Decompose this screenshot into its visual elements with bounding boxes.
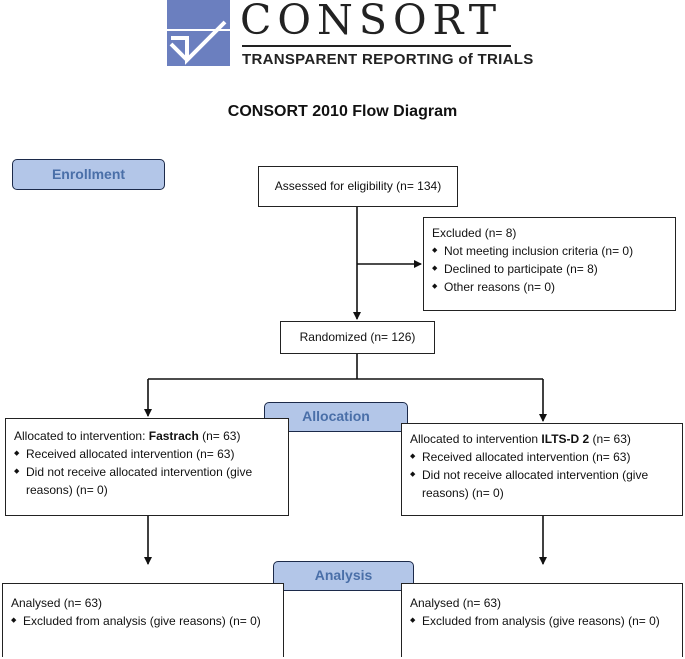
allocation-right-list: Received allocated intervention (n= 63) … xyxy=(410,448,674,502)
excluded-item: Not meeting inclusion criteria (n= 0) xyxy=(432,242,667,260)
phase-enrollment: Enrollment xyxy=(12,159,165,190)
allocation-left-item: Did not receive allocated intervention (… xyxy=(14,463,280,499)
diagram-title: CONSORT 2010 Flow Diagram xyxy=(227,103,458,120)
allocation-right-header: Allocated to intervention ILTS-D 2 (n= 6… xyxy=(410,430,674,448)
assessed-box: Assessed for eligibility (n= 134) xyxy=(258,166,458,207)
analysis-left-item: Excluded from analysis (give reasons) (n… xyxy=(11,612,275,630)
analysis-left-header: Analysed (n= 63) xyxy=(11,596,103,610)
logo-wordmark: CONSORT xyxy=(240,0,503,44)
analysis-right-header: Analysed (n= 63) xyxy=(410,596,502,610)
allocation-left-item: Received allocated intervention (n= 63) xyxy=(14,445,280,463)
randomized-box: Randomized (n= 126) xyxy=(280,321,435,354)
allocation-right-item: Did not receive allocated intervention (… xyxy=(410,466,674,502)
allocation-left-arm: Fastrach xyxy=(148,429,199,443)
randomized-text: Randomized (n= 126) xyxy=(299,330,416,344)
assessed-text: Assessed for eligibility (n= 134) xyxy=(274,179,442,193)
allocation-right-prefix: Allocated to intervention xyxy=(410,432,542,446)
allocation-left-prefix: Allocated to intervention: xyxy=(14,429,149,443)
excluded-item: Declined to participate (n= 8) xyxy=(432,260,667,278)
excluded-header: Excluded (n= 8) xyxy=(432,226,517,240)
excluded-list: Not meeting inclusion criteria (n= 0) De… xyxy=(432,242,667,296)
allocation-right-item: Received allocated intervention (n= 63) xyxy=(410,448,674,466)
allocation-left-list: Received allocated intervention (n= 63) … xyxy=(14,445,280,499)
analysis-right-item: Excluded from analysis (give reasons) (n… xyxy=(410,612,674,630)
logo-tagline: TRANSPARENT REPORTING of TRIALS xyxy=(242,51,534,68)
analysis-left-box: Analysed (n= 63) Excluded from analysis … xyxy=(2,583,284,657)
allocation-right-suffix: (n= 63) xyxy=(589,432,631,446)
excluded-box: Excluded (n= 8) Not meeting inclusion cr… xyxy=(423,217,676,311)
allocation-left-suffix: (n= 63) xyxy=(198,429,241,443)
analysis-right-list: Excluded from analysis (give reasons) (n… xyxy=(410,612,674,630)
allocation-left-header: Allocated to intervention: Fastrach (n= … xyxy=(14,427,280,445)
allocation-right-arm: ILTS-D 2 xyxy=(541,432,590,446)
consort-logo-icon xyxy=(167,0,230,66)
excluded-item: Other reasons (n= 0) xyxy=(432,278,667,296)
allocation-left-box: Allocated to intervention: Fastrach (n= … xyxy=(5,418,289,516)
allocation-right-box: Allocated to intervention ILTS-D 2 (n= 6… xyxy=(401,423,683,516)
analysis-left-list: Excluded from analysis (give reasons) (n… xyxy=(11,612,275,630)
logo-divider xyxy=(242,45,511,47)
analysis-right-box: Analysed (n= 63) Excluded from analysis … xyxy=(401,583,683,657)
phase-analysis: Analysis xyxy=(273,561,414,591)
